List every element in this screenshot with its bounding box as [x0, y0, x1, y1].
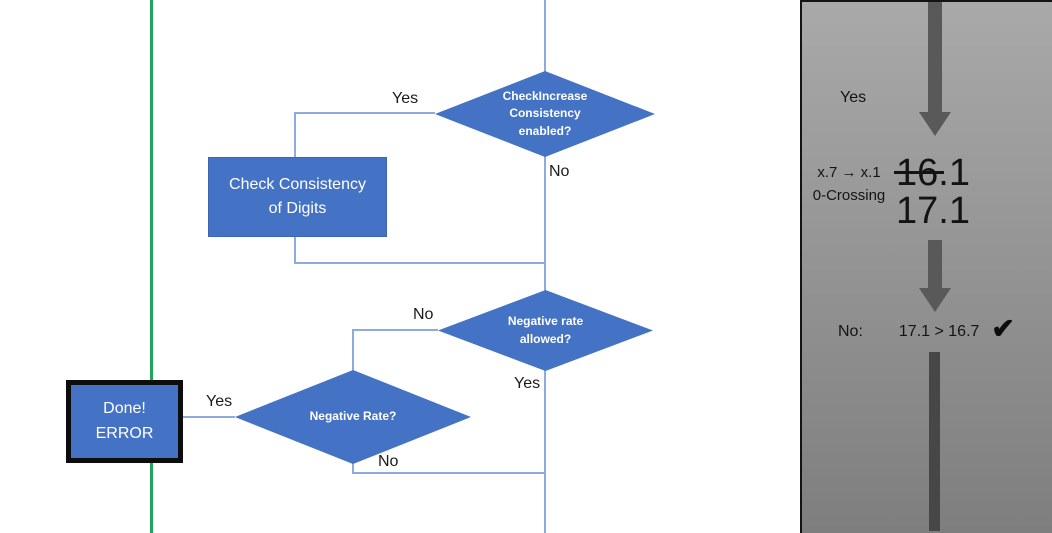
decision-negative-rate: Negative Rate?: [235, 370, 471, 464]
label-yes-negative-rate: Yes: [206, 393, 233, 410]
decision-negative-rate-allowed: Negative rate allowed?: [438, 290, 653, 371]
flow-arrow-2-shaft: [928, 240, 942, 288]
result-label: No:: [838, 322, 863, 340]
label-no-check-increase: No: [549, 163, 570, 180]
side-panel: Yes x.7 → x.1 0-Crossing 16.1 17.1 No: 1…: [800, 0, 1052, 533]
green-divider-line: [150, 0, 153, 533]
decision-check-increase: CheckIncrease Consistency enabled?: [435, 71, 655, 157]
check-icon: ✔: [991, 313, 1015, 344]
connector-no2-horizontal: [352, 329, 438, 331]
new-value: 17.1: [896, 190, 970, 232]
label-yes-check-increase: Yes: [392, 90, 419, 107]
connector-no3-horizontal: [352, 472, 546, 474]
strikethrough-line: [894, 171, 945, 174]
label-no-negative-allowed: No: [413, 306, 434, 323]
connector-top: [544, 0, 546, 72]
flow-arrow-1-shaft: [928, 2, 942, 112]
decision-negative-rate-label: Negative Rate?: [309, 409, 397, 424]
connector-process-down: [294, 235, 296, 263]
connector-no2-vertical: [352, 329, 354, 371]
flow-line-bottom: [929, 352, 940, 531]
result-comparison: 17.1 > 16.7: [898, 322, 980, 340]
old-value: 16.1: [894, 154, 970, 192]
rule-text: x.7 → x.1 0-Crossing: [812, 164, 886, 204]
connector-yes1-horizontal: [294, 112, 435, 114]
panel-branch-label: Yes: [840, 89, 867, 106]
example-values: 16.1 17.1: [894, 154, 970, 232]
label-yes-negative-allowed: Yes: [514, 375, 541, 392]
connector-yes1-vertical: [294, 112, 296, 158]
connector-yes3: [173, 416, 235, 418]
connector-bottom: [544, 370, 546, 533]
result-row: No: 17.1 > 16.7 ✔: [838, 313, 1015, 345]
label-no-negative-rate: No: [378, 453, 399, 470]
connector-mid: [544, 156, 546, 291]
connector-no3-vertical: [352, 463, 354, 474]
connector-process-return: [294, 262, 546, 264]
decision-negative-rate-allowed-label: Negative rate allowed?: [507, 314, 584, 346]
process-check-consistency-label: Check Consistency of Digits: [229, 176, 366, 217]
flow-arrow-2-down-icon: [919, 288, 951, 312]
terminator-done-error: Done! ERROR: [66, 380, 183, 463]
process-check-consistency: Check Consistency of Digits: [208, 157, 387, 237]
flow-arrow-1-down-icon: [919, 112, 951, 136]
decision-check-increase-label: CheckIncrease Consistency enabled?: [502, 88, 588, 138]
